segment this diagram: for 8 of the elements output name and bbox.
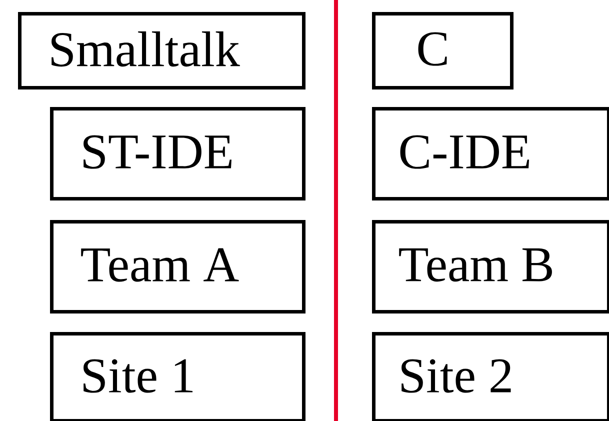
label-box: Smalltalk [18,12,306,90]
label-box: Site 2 [372,332,609,421]
label-box: Team A [50,220,306,314]
label-box: C-IDE [372,107,609,200]
label-box: Site 1 [50,332,306,421]
label-box: C [372,12,514,90]
label-box: ST-IDE [50,107,306,200]
label-box: Team B [372,220,609,314]
